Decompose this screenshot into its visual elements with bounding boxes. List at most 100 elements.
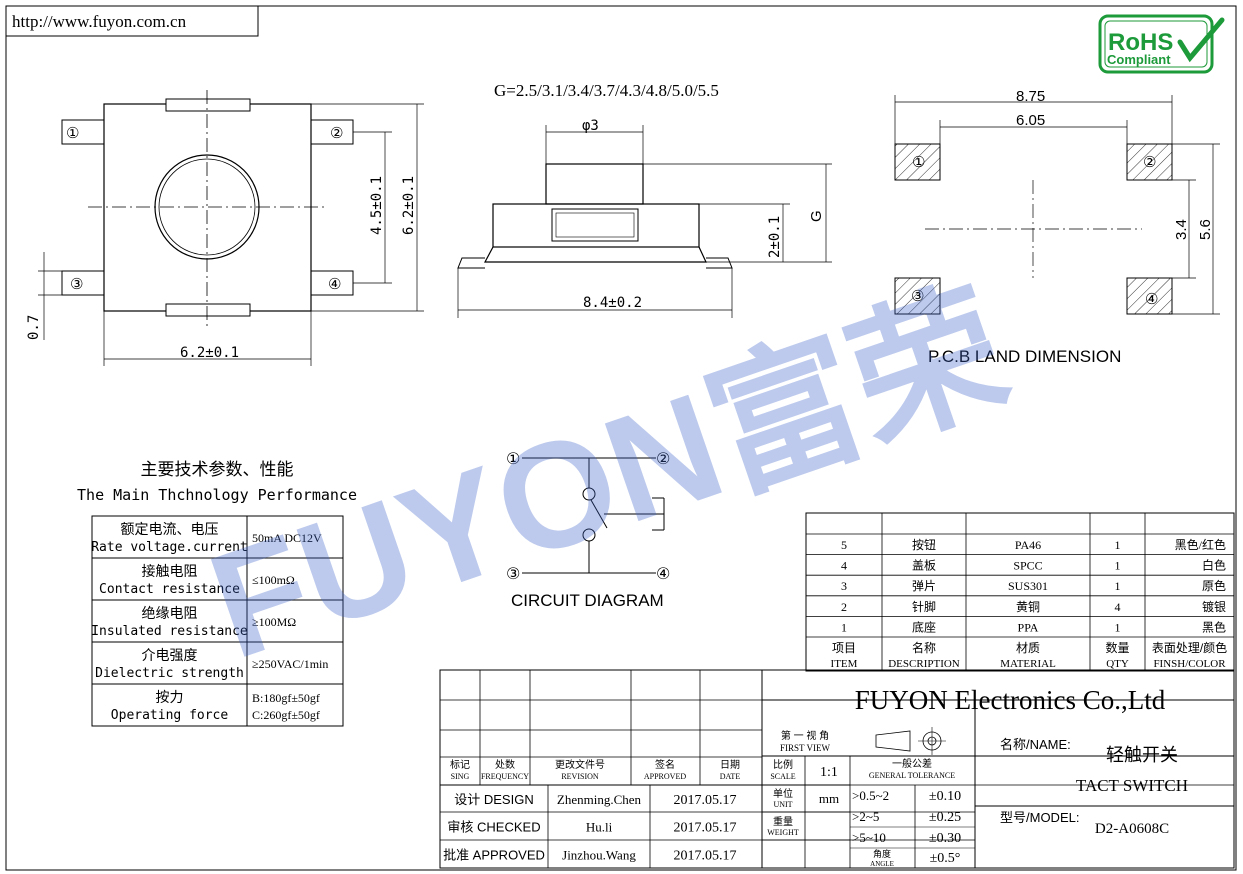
rohs-title: RoHS	[1108, 29, 1173, 56]
bom-cell: 原色	[1202, 579, 1226, 593]
pcb-dim-v-inner: 3.4	[1173, 219, 1190, 240]
bom-cell: SPCC	[1013, 559, 1042, 573]
url-header[interactable]: http://www.fuyon.com.cn	[5, 5, 259, 37]
top-view	[38, 90, 424, 366]
first-view-cn: 第 一 视 角	[781, 729, 829, 742]
performance-row-en: Insulated resistance	[91, 624, 248, 639]
performance-row-value: B:180gf±50gf	[252, 691, 320, 705]
performance-row-value: ≥100MΩ	[252, 615, 296, 629]
bom-cell: 4	[1115, 600, 1121, 614]
dim-pitch-label: 4.5±0.1	[369, 176, 385, 235]
pin-label-2: ②	[330, 125, 343, 142]
dim-width-label: 6.2±0.1	[180, 345, 239, 361]
bom-cell: 1	[1115, 559, 1121, 573]
circuit-terminal-2: ②	[656, 451, 670, 468]
angle-label-en: ANGLE	[870, 860, 894, 868]
unit-value: mm	[819, 791, 839, 806]
bom-cell: 黑色	[1202, 620, 1226, 634]
bom-cell: 白色	[1202, 558, 1226, 573]
signature-date: 2017.05.17	[674, 793, 737, 808]
signature-name: Zhenming.Chen	[557, 792, 642, 807]
angle-label-cn: 角度	[873, 848, 891, 859]
revision-header-cn: 日期	[720, 759, 740, 771]
check-icon	[1177, 17, 1225, 63]
revision-header-cn: 处数	[495, 758, 515, 771]
performance-row-en: Operating force	[111, 708, 229, 723]
revision-header-cn: 更改文件号	[555, 758, 605, 771]
bom-cell: 1	[1115, 620, 1121, 634]
bom-header-en: MATERIAL	[1000, 658, 1056, 670]
pin-label-3: ③	[70, 276, 83, 293]
circuit-diagram	[522, 457, 665, 574]
revision-header-cn: 标记	[450, 759, 470, 771]
bom-cell: PA46	[1015, 538, 1041, 552]
scale-value: 1:1	[820, 765, 838, 780]
rohs-badge: RoHS Compliant	[1098, 14, 1225, 74]
signature-role: 审核 CHECKED	[447, 820, 540, 835]
circuit-title: CIRCUIT DIAGRAM	[511, 591, 664, 610]
performance-row-en: Contact resistance	[99, 582, 240, 597]
bom-header-cn: 名称	[912, 640, 936, 655]
projection-cone-icon	[875, 730, 911, 752]
bom-cell: 黑色/红色	[1175, 537, 1226, 552]
pcb-land	[894, 95, 1220, 315]
bom-cell: 底座	[912, 619, 936, 634]
signature-role: 批准 APPROVED	[443, 847, 545, 862]
dim-length-label: 8.4±0.2	[583, 295, 642, 311]
name-label: 名称/NAME:	[1000, 737, 1071, 752]
scale-label-en: SCALE	[770, 772, 795, 781]
bom-header-cn: 材质	[1016, 641, 1040, 655]
bom-cell: 按钮	[912, 537, 936, 552]
bom-header-cn: 表面处理/颜色	[1152, 640, 1227, 655]
bom-header-en: FINSH/COLOR	[1153, 658, 1226, 670]
performance-row-en: Dielectric strength	[95, 666, 244, 681]
performance-title-en: The Main Thchnology Performance	[77, 486, 357, 504]
signature-name: Jinzhou.Wang	[562, 847, 636, 862]
performance-row-value: C:260gf±50gf	[252, 708, 320, 722]
performance-row-value: 50mA DC12V	[252, 531, 322, 545]
bom-cell: 黄铜	[1016, 599, 1040, 614]
pcb-pad-3: ③	[911, 288, 924, 305]
performance-row-cn: 按力	[156, 689, 184, 705]
model-value: D2-A0608C	[1095, 821, 1169, 837]
circuit-labels: ① ② ③ ④ CIRCUIT DIAGRAM	[506, 451, 670, 610]
tolerance-range: >0.5~2	[852, 788, 889, 803]
performance-row-en: Rate voltage.current	[91, 540, 248, 555]
performance-row-value: ≤100mΩ	[252, 573, 295, 587]
bom-cell: 弹片	[912, 579, 936, 593]
tolerance-value: ±0.10	[929, 789, 961, 804]
bom-header-cn: 项目	[832, 641, 856, 655]
circuit-terminal-3: ③	[506, 566, 520, 583]
revision-header-en: FREQUENCY	[481, 772, 529, 781]
bom-cell: 2	[841, 600, 847, 614]
bom-cell: 5	[841, 538, 847, 552]
bom-cell: 3	[841, 579, 847, 593]
bom-cell: 1	[1115, 538, 1121, 552]
angle-value: ±0.5°	[930, 851, 961, 866]
company-name: FUYON Electronics Co.,Ltd	[855, 685, 1166, 715]
side-view	[457, 125, 832, 318]
tolerance-label-en: GENERAL TOLERANCE	[869, 771, 955, 780]
tolerance-range: >5~10	[852, 830, 886, 845]
dim-diameter-label: φ3	[582, 118, 599, 134]
top-view-pin-labels: ① ② ③ ④ 6.2±0.1 4.5±0.1 6.2±0.1 0.7	[26, 125, 417, 361]
rohs-subtitle: Compliant	[1107, 52, 1171, 67]
pcb-dim-v-outer: 5.6	[1197, 219, 1214, 240]
drawing-frame	[5, 5, 1237, 871]
performance-row-cn: 绝缘电阻	[142, 605, 198, 621]
tolerance-value: ±0.25	[929, 810, 961, 825]
first-view-en: FIRST VIEW	[780, 743, 830, 753]
signature-name: Hu.li	[586, 820, 613, 835]
performance-row-cn: 接触电阻	[142, 563, 198, 579]
model-label: 型号/MODEL:	[1000, 810, 1079, 825]
bom-header-en: QTY	[1106, 658, 1129, 670]
signature-role: 设计 DESIGN	[454, 792, 533, 807]
bom-header-en: DESCRIPTION	[888, 658, 960, 670]
product-name-en: TACT SWITCH	[1076, 776, 1188, 795]
url-text: http://www.fuyon.com.cn	[12, 12, 187, 31]
tolerance-range: >2~5	[852, 809, 879, 824]
tolerance-label-cn: 一般公差	[892, 757, 932, 770]
